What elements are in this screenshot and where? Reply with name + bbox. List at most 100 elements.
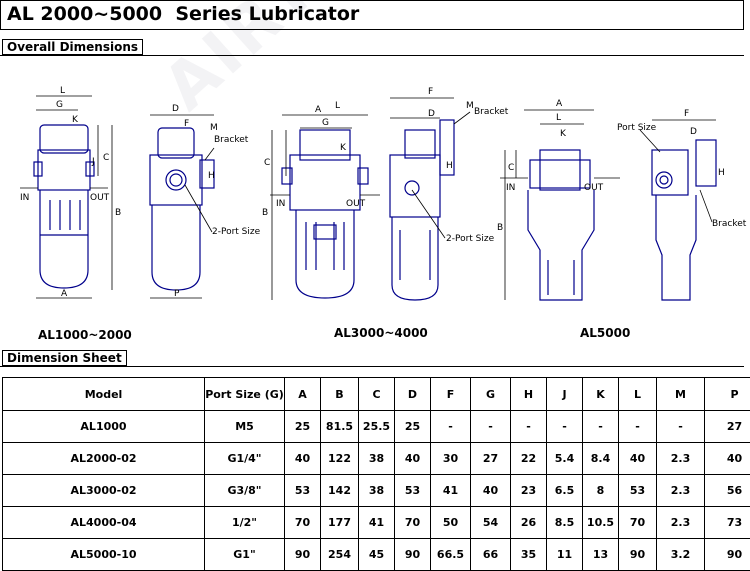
- column-header: M: [656, 377, 705, 411]
- table-cell: G1/4": [204, 442, 285, 475]
- bracket-label-2: Bracket: [474, 107, 509, 117]
- table-cell: 27: [470, 442, 511, 475]
- table-cell: 50: [430, 506, 471, 539]
- dim-a-label-3: A: [556, 99, 563, 109]
- table-cell: 10.5: [582, 506, 619, 539]
- table-cell: 35: [510, 538, 547, 571]
- column-header: D: [394, 377, 431, 411]
- table-cell: 8.5: [546, 506, 583, 539]
- dim-d-label-3: D: [690, 127, 697, 137]
- dim-h-label-2: H: [446, 161, 453, 171]
- title-box: AL 2000~5000 Series Lubricator: [0, 0, 744, 30]
- table-cell: 90: [284, 538, 321, 571]
- table-cell: 70: [394, 506, 431, 539]
- table-cell: AL2000-02: [2, 442, 205, 475]
- dim-c-label: C: [103, 153, 109, 163]
- table-cell: 8: [582, 474, 619, 507]
- table-header-row: Model Port Size (G) A B C D F G H J K L …: [2, 377, 750, 411]
- dim-l-label-2: L: [335, 101, 340, 111]
- column-header: L: [618, 377, 657, 411]
- column-header: F: [430, 377, 471, 411]
- dimension-table: Model Port Size (G) A B C D F G H J K L …: [2, 377, 750, 571]
- table-cell: -: [618, 410, 657, 443]
- section-rule: [0, 55, 744, 56]
- table-cell: 26: [510, 506, 547, 539]
- dim-g-label: G: [56, 100, 63, 110]
- table-cell: 2.3: [656, 442, 705, 475]
- out-label-2: OUT: [346, 199, 366, 209]
- port-size-label: Port Size: [617, 123, 657, 133]
- dim-b-label: B: [115, 208, 121, 218]
- table-cell: 254: [320, 538, 359, 571]
- al5000-side-view: [651, 139, 717, 301]
- table-cell: 40: [284, 442, 321, 475]
- table-cell: 6.5: [546, 474, 583, 507]
- table-cell: 54: [470, 506, 511, 539]
- dim-a-label: A: [61, 289, 68, 299]
- dim-p-label: P: [174, 289, 180, 299]
- table-cell: 38: [358, 474, 395, 507]
- table-cell: 1/2": [204, 506, 285, 539]
- table-cell: G3/8": [204, 474, 285, 507]
- bracket-label-3: Bracket: [712, 219, 747, 229]
- table-cell: 8.4: [582, 442, 619, 475]
- table-cell: 90: [704, 538, 750, 571]
- dim-b-label-3: B: [497, 223, 503, 233]
- table-cell: -: [510, 410, 547, 443]
- table-cell: 66: [470, 538, 511, 571]
- table-cell: 53: [394, 474, 431, 507]
- table-cell: 40: [470, 474, 511, 507]
- table-cell: 40: [618, 442, 657, 475]
- bracket-label: Bracket: [214, 135, 249, 145]
- al3000-front-view: [281, 129, 369, 299]
- table-cell: 53: [618, 474, 657, 507]
- table-cell: -: [470, 410, 511, 443]
- table-cell: 142: [320, 474, 359, 507]
- dim-m-label-2: M: [466, 101, 474, 111]
- column-header: G: [470, 377, 511, 411]
- table-cell: 5.4: [546, 442, 583, 475]
- dim-f-label-2: F: [428, 87, 433, 97]
- table-cell: 53: [284, 474, 321, 507]
- dim-h-label-3: H: [718, 168, 725, 178]
- dim-j-label: J: [91, 157, 95, 167]
- dim-b-label-2: B: [262, 208, 268, 218]
- overall-dimensions-diagram: L G K J C B A IN OUT D F M Bracket H 2-P…: [20, 86, 747, 301]
- table-cell: 27: [704, 410, 750, 443]
- table-cell: 70: [618, 506, 657, 539]
- al5000-front-view: [527, 149, 595, 301]
- table-cell: 66.5: [430, 538, 471, 571]
- table-cell: 25.5: [358, 410, 395, 443]
- dim-k-label-2: K: [340, 143, 347, 153]
- caption-al3000-4000: AL3000~4000: [334, 326, 428, 340]
- dim-f-label: F: [184, 119, 189, 129]
- table-cell: 41: [358, 506, 395, 539]
- table-cell: 25: [394, 410, 431, 443]
- table-cell: 90: [394, 538, 431, 571]
- column-header: H: [510, 377, 547, 411]
- in-label-3: IN: [506, 183, 515, 193]
- column-header: P: [704, 377, 750, 411]
- table-cell: 25: [284, 410, 321, 443]
- dimension-sheet-label: Dimension Sheet: [2, 350, 127, 366]
- out-label: OUT: [90, 193, 110, 203]
- dim-k-label-3: K: [560, 129, 567, 139]
- column-header: A: [284, 377, 321, 411]
- table-cell: 122: [320, 442, 359, 475]
- table-cell: 70: [284, 506, 321, 539]
- column-header: Port Size (G): [204, 377, 285, 411]
- dim-d-label-2: D: [428, 109, 435, 119]
- table-cell: 45: [358, 538, 395, 571]
- dim-f-label-3: F: [684, 109, 689, 119]
- out-label-3: OUT: [584, 183, 604, 193]
- table-cell: 40: [394, 442, 431, 475]
- table-cell: 38: [358, 442, 395, 475]
- table-cell: 22: [510, 442, 547, 475]
- dim-c-label-2: C: [264, 158, 270, 168]
- table-cell: AL4000-04: [2, 506, 205, 539]
- table-cell: -: [582, 410, 619, 443]
